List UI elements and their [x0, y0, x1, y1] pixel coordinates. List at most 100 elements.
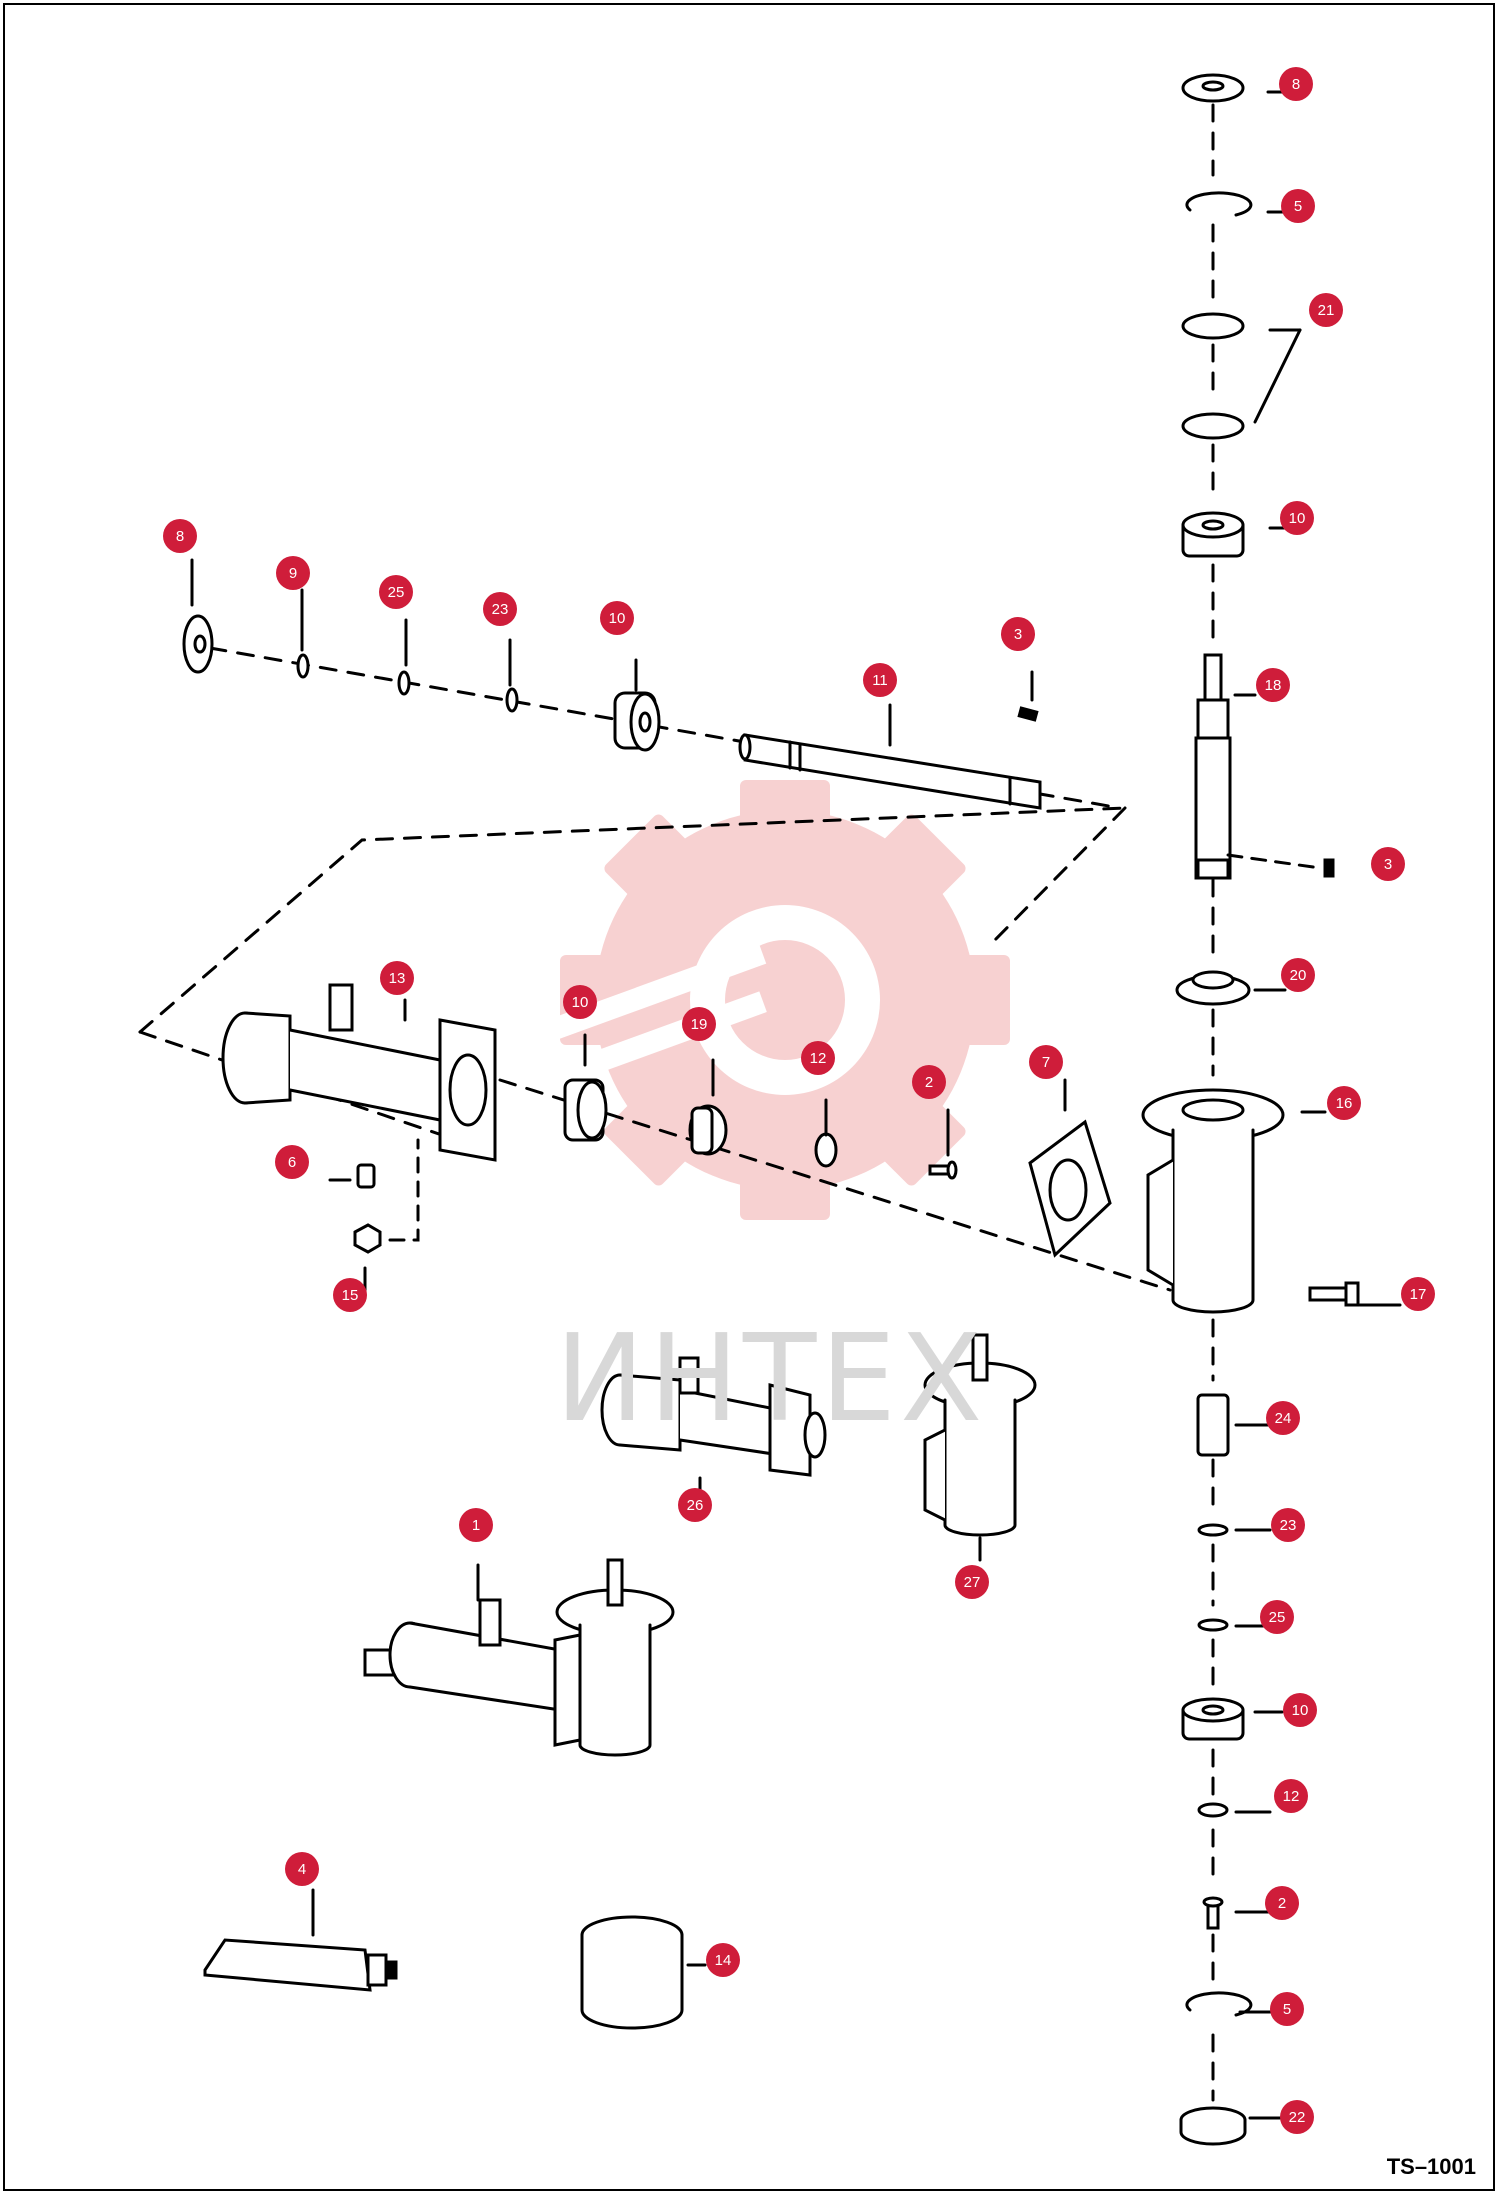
callout-label: 5	[1293, 197, 1303, 215]
callout-label: 15	[341, 1286, 359, 1304]
watermark-gear-logo	[523, 780, 1010, 1220]
callout-badge-10-c[interactable]: 10	[600, 601, 634, 635]
callout-label: 23	[1279, 1516, 1297, 1534]
callout-label: 8	[175, 527, 185, 545]
screw-2-left	[928, 1160, 958, 1180]
leader-lines-middle	[328, 998, 1067, 1292]
callout-badge-26[interactable]: 26	[678, 1488, 712, 1522]
bearing-10-d	[563, 1078, 608, 1142]
leader-lines-right	[1233, 90, 1327, 2120]
callout-label: 8	[1291, 75, 1301, 93]
roll-pin-3-right	[1323, 858, 1335, 878]
oring-23-right	[1197, 1523, 1229, 1537]
nut-15-dashed	[388, 1138, 420, 1242]
callout-badge-3-left[interactable]: 3	[1001, 617, 1035, 651]
gearbox-housing-16	[1141, 1088, 1285, 1314]
oring-9	[296, 653, 310, 679]
callout-badge-8-left[interactable]: 8	[163, 519, 197, 553]
callout-badge-9[interactable]: 9	[276, 556, 310, 590]
callout-label: 4	[297, 1860, 307, 1878]
callout-label: 27	[963, 1573, 981, 1591]
callout-label: 2	[1277, 1894, 1287, 1912]
callout-badge-14[interactable]: 14	[706, 1943, 740, 1977]
callout-badge-1[interactable]: 1	[459, 1508, 493, 1542]
callout-badge-10-d[interactable]: 10	[563, 985, 597, 1019]
callout-label: 3	[1383, 855, 1393, 873]
watermark-text: ИНТЕХ	[555, 1310, 987, 1449]
cap-22	[1179, 2106, 1247, 2146]
callout-badge-2-left[interactable]: 2	[912, 1065, 946, 1099]
callout-badge-5-top[interactable]: 5	[1281, 189, 1315, 223]
callout-badge-4[interactable]: 4	[285, 1852, 319, 1886]
callout-badge-10-a[interactable]: 10	[1280, 501, 1314, 535]
callout-badge-23-left[interactable]: 23	[483, 592, 517, 626]
nut-15	[353, 1223, 382, 1254]
callout-badge-7[interactable]: 7	[1029, 1045, 1063, 1079]
callout-label: 3	[1013, 625, 1023, 643]
callout-label: 2	[924, 1073, 934, 1091]
assembly-outline-dashed	[138, 806, 1127, 1034]
plug-6	[356, 1163, 376, 1189]
callout-label: 10	[608, 609, 626, 627]
callout-label: 10	[1288, 509, 1306, 527]
pin-24	[1196, 1393, 1230, 1457]
oring-25-left	[397, 670, 411, 696]
sleeve-14	[580, 1915, 684, 2030]
callout-badge-23-right[interactable]: 23	[1271, 1508, 1305, 1542]
callout-label: 10	[571, 993, 589, 1011]
bearing-10-c	[613, 691, 661, 752]
callout-badge-21[interactable]: 21	[1309, 293, 1343, 327]
callout-label: 23	[491, 600, 509, 618]
callout-badge-16[interactable]: 16	[1327, 1086, 1361, 1120]
callout-label: 5	[1282, 2000, 1292, 2018]
callout-badge-12-left[interactable]: 12	[801, 1041, 835, 1075]
callout-badge-25-left[interactable]: 25	[379, 575, 413, 609]
callout-badge-5-bottom[interactable]: 5	[1270, 1992, 1304, 2026]
callout-badge-2-right[interactable]: 2	[1265, 1886, 1299, 1920]
vertical-shaft-18	[1194, 653, 1232, 880]
bolt-17	[1308, 1281, 1402, 1307]
callout-badge-13[interactable]: 13	[380, 961, 414, 995]
callout-badge-20[interactable]: 20	[1281, 958, 1315, 992]
callout-badge-11[interactable]: 11	[863, 663, 897, 697]
housing-26	[600, 1356, 827, 1477]
callout-label: 12	[809, 1049, 827, 1067]
gear-19	[688, 1104, 728, 1156]
lower-shaft-centerline	[498, 1078, 1172, 1292]
callout-label: 17	[1409, 1285, 1427, 1303]
callout-badge-18[interactable]: 18	[1256, 668, 1290, 702]
callout-badge-15[interactable]: 15	[333, 1278, 367, 1312]
callout-label: 25	[1268, 1608, 1286, 1626]
callout-badge-12-right[interactable]: 12	[1274, 1779, 1308, 1813]
bearing-10-b	[1181, 1697, 1245, 1741]
callout-badge-10-b[interactable]: 10	[1283, 1693, 1317, 1727]
callout-badge-8-top[interactable]: 8	[1279, 67, 1313, 101]
tube-housing-13	[221, 983, 497, 1162]
seal-20	[1175, 970, 1251, 1006]
callout-badge-27[interactable]: 27	[955, 1565, 989, 1599]
callout-label: 11	[872, 671, 888, 689]
snap-ring-5-bottom	[1185, 1991, 1253, 2017]
shim-21-a	[1181, 312, 1245, 340]
callout-badge-25-right[interactable]: 25	[1260, 1600, 1294, 1634]
grease-tube-4	[203, 1938, 398, 1992]
callout-label: 26	[686, 1496, 704, 1514]
callout-badge-3-right[interactable]: 3	[1371, 847, 1405, 881]
callout-label: 16	[1335, 1094, 1353, 1112]
callout-badge-19[interactable]: 19	[682, 1007, 716, 1041]
bearing-10-a	[1181, 511, 1245, 558]
housing-27	[923, 1333, 1037, 1537]
callout-label: 13	[388, 969, 406, 987]
callout-badge-22[interactable]: 22	[1280, 2100, 1314, 2134]
screw-2-right	[1202, 1896, 1224, 1930]
callout-label: 19	[690, 1015, 708, 1033]
callout-badge-24[interactable]: 24	[1266, 1401, 1300, 1435]
shim-21-b	[1181, 412, 1245, 440]
seal-12-left	[814, 1132, 838, 1168]
callout-badge-17[interactable]: 17	[1401, 1277, 1435, 1311]
callout-label: 20	[1289, 966, 1307, 984]
callout-badge-6[interactable]: 6	[275, 1145, 309, 1179]
gasket-7	[1028, 1119, 1112, 1258]
washer-8-left	[182, 614, 214, 674]
callout-label: 21	[1317, 301, 1335, 319]
